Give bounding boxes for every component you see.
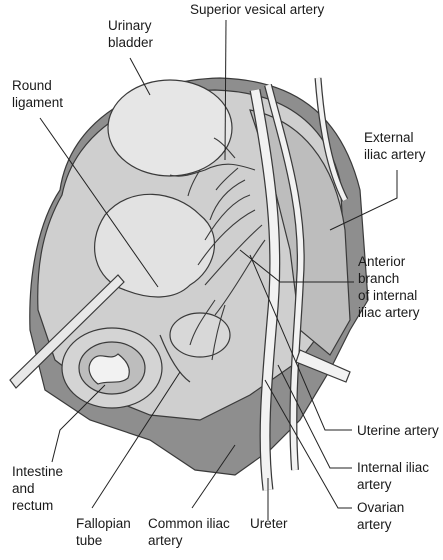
- urinary-bladder-organ: [107, 79, 233, 177]
- vessel-top-right-inner: [315, 77, 348, 202]
- label-external-iliac-artery: External iliac artery: [364, 130, 426, 162]
- leader-lines: [39, 19, 398, 520]
- label-urinary-bladder: Urinary bladder: [108, 18, 155, 50]
- label-ovarian-artery: Ovarian artery: [357, 500, 408, 532]
- leader-internal-iliac: [277, 364, 352, 469]
- label-common-iliac-artery: Common iliac artery: [148, 516, 234, 548]
- labels: Superior vesical artery Urinary bladder …: [12, 2, 439, 548]
- leader-urinary-bladder: [129, 57, 151, 96]
- label-fallopian-tube: Fallopian tube: [76, 516, 135, 548]
- external-iliac-vessel-inner: [265, 84, 304, 471]
- arterial-branches: [169, 137, 266, 361]
- leader-common-iliac: [191, 444, 236, 509]
- iliac-stump: [295, 349, 351, 383]
- label-round-ligament: Round ligament: [12, 78, 63, 110]
- fallopian-tube-organ: [159, 334, 191, 383]
- leader-uterine: [249, 254, 352, 431]
- leader-ovarian: [264, 379, 352, 509]
- pelvis-illustration: [9, 77, 369, 491]
- leader-round-ligament: [39, 117, 159, 288]
- label-ureter: Ureter: [250, 516, 288, 531]
- leader-superior-vesical: [224, 19, 227, 161]
- leader-external-iliac: [329, 170, 398, 231]
- rectum-lumen: [88, 353, 130, 385]
- ovary: [169, 312, 231, 358]
- label-internal-iliac-artery: Internal iliac artery: [357, 460, 433, 492]
- uterus: [94, 193, 216, 298]
- label-uterine-artery: Uterine artery: [357, 423, 439, 438]
- label-anterior-branch: Anterior branch of internal iliac artery: [358, 254, 421, 320]
- leader-fallopian: [91, 371, 181, 509]
- ureter-vessel-inner: [250, 89, 280, 491]
- label-intestine-and-rectum: Intestine and rectum: [12, 464, 67, 513]
- leader-anterior-branch: [239, 249, 354, 283]
- label-superior-vesical-artery: Superior vesical artery: [190, 2, 325, 17]
- retractor: [9, 274, 125, 389]
- leader-intestine: [51, 384, 106, 463]
